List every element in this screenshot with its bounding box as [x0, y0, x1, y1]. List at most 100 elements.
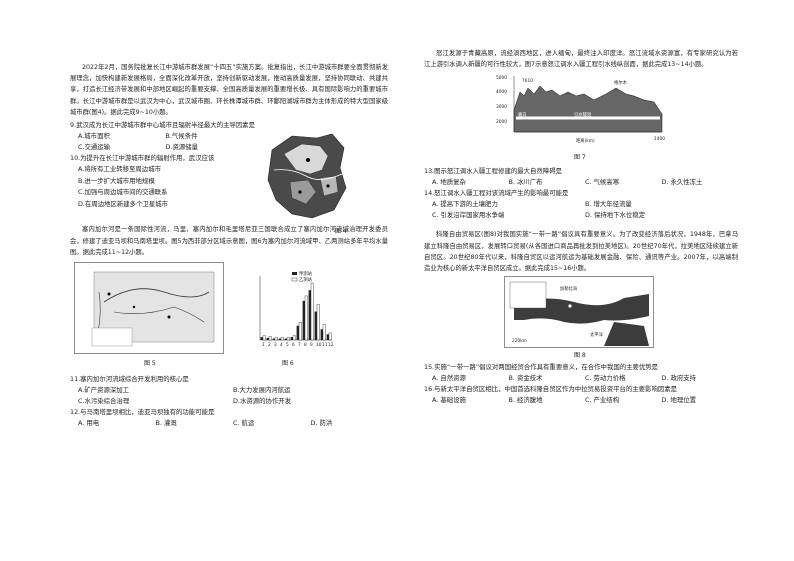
fig6-bar-station-b: [316, 304, 320, 341]
fig7-x-label: 距离(km): [576, 137, 595, 144]
fig6-month-label: 11: [322, 342, 328, 348]
fig6-bar-station-b: [298, 322, 302, 341]
q11-option-d[interactable]: D.水资源的协作开发: [233, 397, 292, 405]
passage-13-14: 怒江发源于青藏高原，流经滇西地区，进入缅甸，最终注入印度洋。怒江流域水资源富，有…: [424, 50, 738, 69]
question-14: 14.怒江调水入疆工程对该流域产生的影响最可能是: [424, 189, 569, 198]
figure-7-profile: 5000 4000 3000 2000 嘉白 引水隧洞 格尔木 1400 761…: [494, 70, 670, 153]
question-10: 10.为提升在长江中游城市群的辐射作用，武汉应该: [70, 154, 215, 163]
question-13: 13.图示怒江调水入疆工程修建的最大自然障碍是: [424, 167, 562, 176]
figure-8-map: 加勒比海 太平洋 220km: [504, 276, 654, 349]
fig6-month-label: 12: [328, 342, 334, 348]
fig6-bar-station-a: [266, 337, 269, 340]
q11-option-c[interactable]: C.水污染综合治理: [78, 397, 130, 405]
q10-option-a[interactable]: A.将所有工业转移至周边城市: [78, 165, 161, 174]
fig7-peak-value: 7610: [522, 78, 533, 84]
q10-option-c[interactable]: C.加强与周边城市间的交通联系: [78, 188, 168, 197]
fig6-bar-station-b: [280, 336, 284, 341]
q9-option-a[interactable]: A.城市面积: [78, 132, 110, 141]
q16-option-b[interactable]: B. 经济腹地: [508, 396, 543, 405]
q10-option-d[interactable]: D.在周边地区新建多个卫星城市: [78, 199, 169, 208]
figure-8-caption: 图 8: [574, 352, 586, 360]
fig6-bar-station-a: [314, 311, 317, 340]
figure-7-caption: 图 7: [574, 154, 586, 162]
fig6-bar-station-b: [322, 324, 326, 341]
right-column: 怒江发源于青藏高原，流经滇西地区，进入缅甸，最终注入印度洋。怒江流域水资源富，有…: [424, 48, 738, 406]
fig6-legend-b-swatch: [291, 277, 298, 282]
q13-option-d[interactable]: D. 永久性冻土: [661, 178, 703, 187]
fig7-y-4000: 4000: [496, 89, 507, 95]
fig6-month-label: 10: [316, 342, 322, 348]
fig6-month-label: 8: [304, 342, 307, 348]
q12-option-c[interactable]: C. 航运: [233, 419, 255, 427]
q11-option-a[interactable]: A.矿产资源深加工: [78, 386, 130, 394]
fig8-caribbean-label: 加勒比海: [560, 285, 578, 292]
figure-4-map: [262, 130, 348, 223]
q9-options: A.城市面积 B.气候条件: [70, 131, 253, 142]
left-column: 2022年2月，国务院批复长江中游城市群发展“十四五”实施方案。批复指出，长江中…: [70, 62, 388, 429]
passage-9-10: 2022年2月，国务院批复长江中游城市群发展“十四五”实施方案。批复指出，长江中…: [70, 64, 388, 116]
q13-option-b[interactable]: B. 冰川广布: [508, 178, 543, 187]
figure-4-caption: 图 4: [335, 228, 347, 236]
fig6-bar-station-b: [310, 282, 314, 341]
question-16: 16.与新太平洋自贸区相比，中国首选科隆自贸区作为中拉贸易投资平台的主要影响因素…: [424, 385, 678, 394]
q14-option-c[interactable]: C. 引发沿岸国家用水争端: [432, 211, 505, 220]
fig7-y-3000: 3000: [496, 104, 507, 110]
fig7-y-2000: 2000: [496, 119, 507, 125]
fig6-bar-station-a: [278, 338, 281, 340]
q15-option-c[interactable]: C. 劳动力价格: [585, 374, 626, 383]
fig6-month-label: 9: [310, 342, 313, 348]
q16-option-c[interactable]: C. 产业结构: [585, 396, 620, 405]
fig6-bar-station-a: [284, 338, 287, 340]
fig6-bar-station-b: [304, 295, 308, 341]
figure-5-map: [74, 262, 224, 354]
q14-option-b[interactable]: B. 增大年径流量: [585, 200, 632, 209]
q12-option-a[interactable]: A. 用电: [78, 419, 100, 427]
fig6-bar-station-b: [274, 336, 278, 341]
fig6-bar-station-b: [328, 332, 332, 341]
q15-option-a[interactable]: A. 自然资源: [432, 374, 466, 383]
q12-option-b[interactable]: B. 灌溉: [155, 419, 177, 427]
question-12: 12.与马南塔里坝相比，迪亚马坝独有的功能可能是: [70, 408, 215, 416]
question-9: 9.武汉成为长江中游城市群中心城市且辐射半径最大的主导因素是: [70, 121, 256, 130]
fig6-month-label: 5: [286, 342, 289, 348]
fig6-bar-station-a: [272, 338, 275, 340]
fig7-y-5000: 5000: [496, 75, 507, 81]
fig6-bar-station-b: [262, 335, 266, 341]
q10-option-b[interactable]: B.进一步扩大城市用地规模: [78, 176, 155, 185]
q15-option-b[interactable]: B. 资金技术: [508, 374, 543, 383]
fig6-bar-station-a: [320, 329, 323, 340]
fig6-bar-station-a: [308, 290, 311, 340]
q9-option-c[interactable]: C.交通运输: [78, 143, 111, 152]
q15-option-d[interactable]: D. 政府支持: [661, 374, 697, 383]
fig6-bar-station-a: [260, 337, 263, 340]
q16-option-d[interactable]: D. 地理位置: [661, 396, 697, 405]
q13-option-c[interactable]: C. 气候高寒: [585, 178, 620, 187]
q9-option-d[interactable]: D.资源储量: [165, 143, 199, 152]
fig6-month-label: 4: [280, 342, 283, 348]
question-11: 11.塞内加尔河流域综合开发利用的核心是: [70, 375, 189, 383]
fig6-month-label: 3: [274, 342, 277, 348]
q13-option-a[interactable]: A. 地质复杂: [432, 178, 466, 187]
q14-option-d[interactable]: D. 保持地下水位稳定: [585, 211, 646, 220]
fig7-end-value: 1400: [654, 136, 665, 142]
figure-6-caption: 图 6: [282, 360, 294, 367]
fig6-month-label: 2: [268, 342, 271, 348]
q9-option-b[interactable]: B.气候条件: [165, 132, 198, 141]
fig6-bar-station-b: [268, 336, 272, 341]
q11-option-b[interactable]: B.大力发展内河航运: [233, 386, 291, 394]
question-15: 15.实施“一带一路”倡议对两国经贸合作具有重要意义，在合作中我国的主要优势是: [424, 363, 659, 372]
q12-option-d[interactable]: D. 防洪: [310, 419, 333, 427]
fig6-bar-station-a: [302, 300, 305, 340]
fig6-legend-a-swatch: [292, 272, 297, 275]
q16-option-a[interactable]: A. 基础设施: [432, 396, 466, 405]
fig6-bar-station-a: [290, 337, 293, 340]
fig6-bar-station-b: [286, 336, 290, 341]
fig7-left-point: 嘉白: [518, 111, 527, 118]
q14-option-a[interactable]: A. 提高下游的土壤肥力: [432, 200, 498, 209]
passage-11-12: 塞内加尔河是一条国际性河流，马里、塞内加尔和毛里塔尼亚三国联合成立了塞内加尔河流…: [70, 226, 388, 256]
fig6-month-label: 7: [298, 342, 301, 348]
q10-options: A.将所有工业转移至周边城市 B.进一步扩大城市用地规模 C.加强与周边城市间的…: [70, 164, 262, 210]
fig6-bar-station-a: [326, 334, 329, 340]
